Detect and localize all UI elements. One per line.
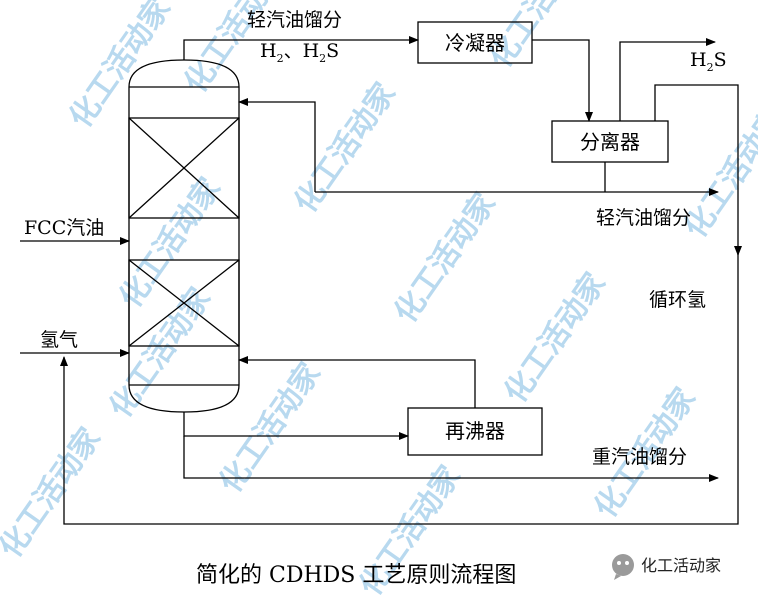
- heavy-gasoline-label: 重汽油馏分: [592, 446, 687, 468]
- h2s-out-label: H2S: [690, 49, 727, 74]
- distillation-column: [128, 59, 240, 413]
- brand-badge: 化工活动家: [612, 554, 721, 580]
- hydrogen-label: 氢气: [40, 329, 78, 351]
- reboiler-box: 再沸器: [407, 407, 543, 456]
- brand-name: 化工活动家: [641, 556, 721, 575]
- watermark-text: 化工活动家: [498, 267, 613, 410]
- light-gasoline-label: 轻汽油馏分: [596, 207, 691, 229]
- reboiler-label: 再沸器: [445, 419, 505, 443]
- watermark-text: 化工活动家: [113, 172, 228, 315]
- flow-lines: [20, 36, 742, 525]
- watermark-text: 化工活动家: [0, 422, 108, 565]
- overhead-label: 轻汽油馏分: [247, 9, 342, 31]
- overhead-gases-label: H2、H2S: [260, 40, 339, 65]
- separator-label: 分离器: [580, 130, 640, 154]
- condenser-label: 冷凝器: [445, 31, 505, 55]
- watermark-text: 化工活动家: [388, 187, 503, 330]
- diagram-caption: 简化的 CDHDS 工艺原则流程图: [196, 563, 516, 588]
- wechat-icon: [612, 554, 634, 580]
- watermark-text: 化工活动家: [288, 77, 403, 220]
- feed-label: FCC汽油: [24, 217, 104, 239]
- recycle-hydrogen-label: 循环氢: [649, 289, 706, 311]
- separator-box: 分离器: [551, 120, 669, 163]
- watermark-text: 化工活动家: [63, 0, 178, 135]
